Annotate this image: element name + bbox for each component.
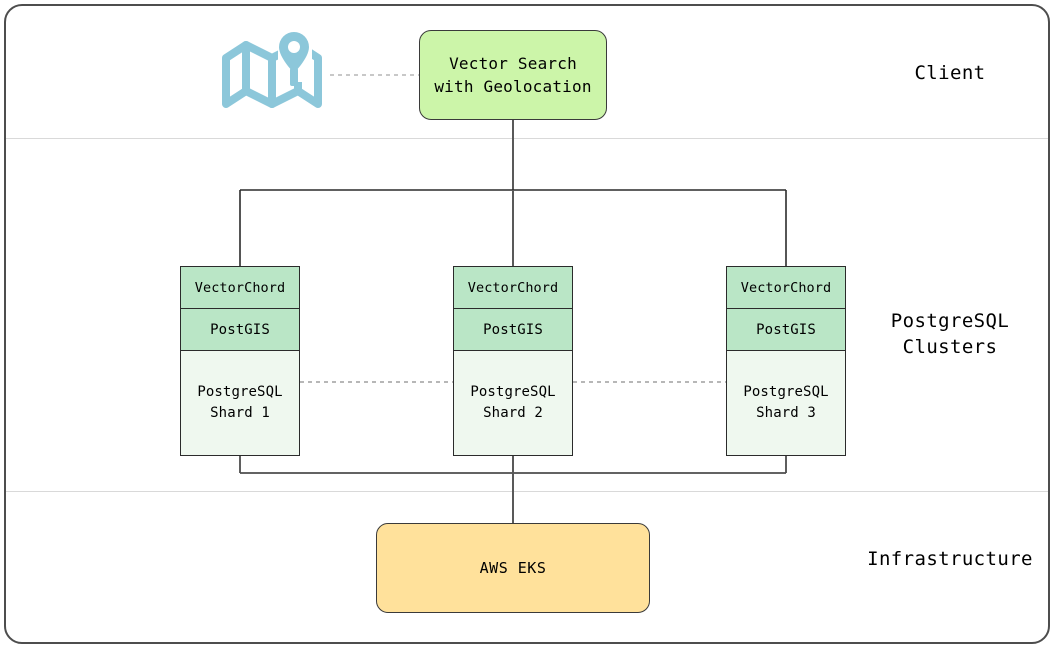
map-location-icon xyxy=(222,32,322,108)
cluster-1-layer-shard: PostgreSQL Shard 1 xyxy=(181,351,299,455)
cluster-3-layer-postgis: PostGIS xyxy=(727,309,845,351)
cluster-3-layer-shard: PostgreSQL Shard 3 xyxy=(727,351,845,455)
zone-label-infrastructure: Infrastructure xyxy=(867,548,1033,570)
cluster-1-layer-vectorchord: VectorChord xyxy=(181,267,299,309)
zone-label-postgresql-clusters: PostgreSQL Clusters xyxy=(890,310,1010,358)
cluster-2-layer-vectorchord: VectorChord xyxy=(454,267,572,309)
cluster-1-layer-postgis: PostGIS xyxy=(181,309,299,351)
cluster-postgresql-shard-3[interactable]: VectorChord PostGIS PostgreSQL Shard 3 xyxy=(726,266,846,456)
node-vector-search-with-geolocation[interactable]: Vector Search with Geolocation xyxy=(419,30,607,120)
zone-divider-postgresql-infrastructure xyxy=(6,491,1048,492)
cluster-postgresql-shard-2[interactable]: VectorChord PostGIS PostgreSQL Shard 2 xyxy=(453,266,573,456)
cluster-postgresql-shard-1[interactable]: VectorChord PostGIS PostgreSQL Shard 1 xyxy=(180,266,300,456)
node-aws-eks[interactable]: AWS EKS xyxy=(376,523,650,613)
cluster-2-layer-shard: PostgreSQL Shard 2 xyxy=(454,351,572,455)
cluster-2-layer-postgis: PostGIS xyxy=(454,309,572,351)
zone-divider-client-postgresql xyxy=(6,138,1048,139)
cluster-3-layer-vectorchord: VectorChord xyxy=(727,267,845,309)
zone-label-client: Client xyxy=(914,62,986,84)
